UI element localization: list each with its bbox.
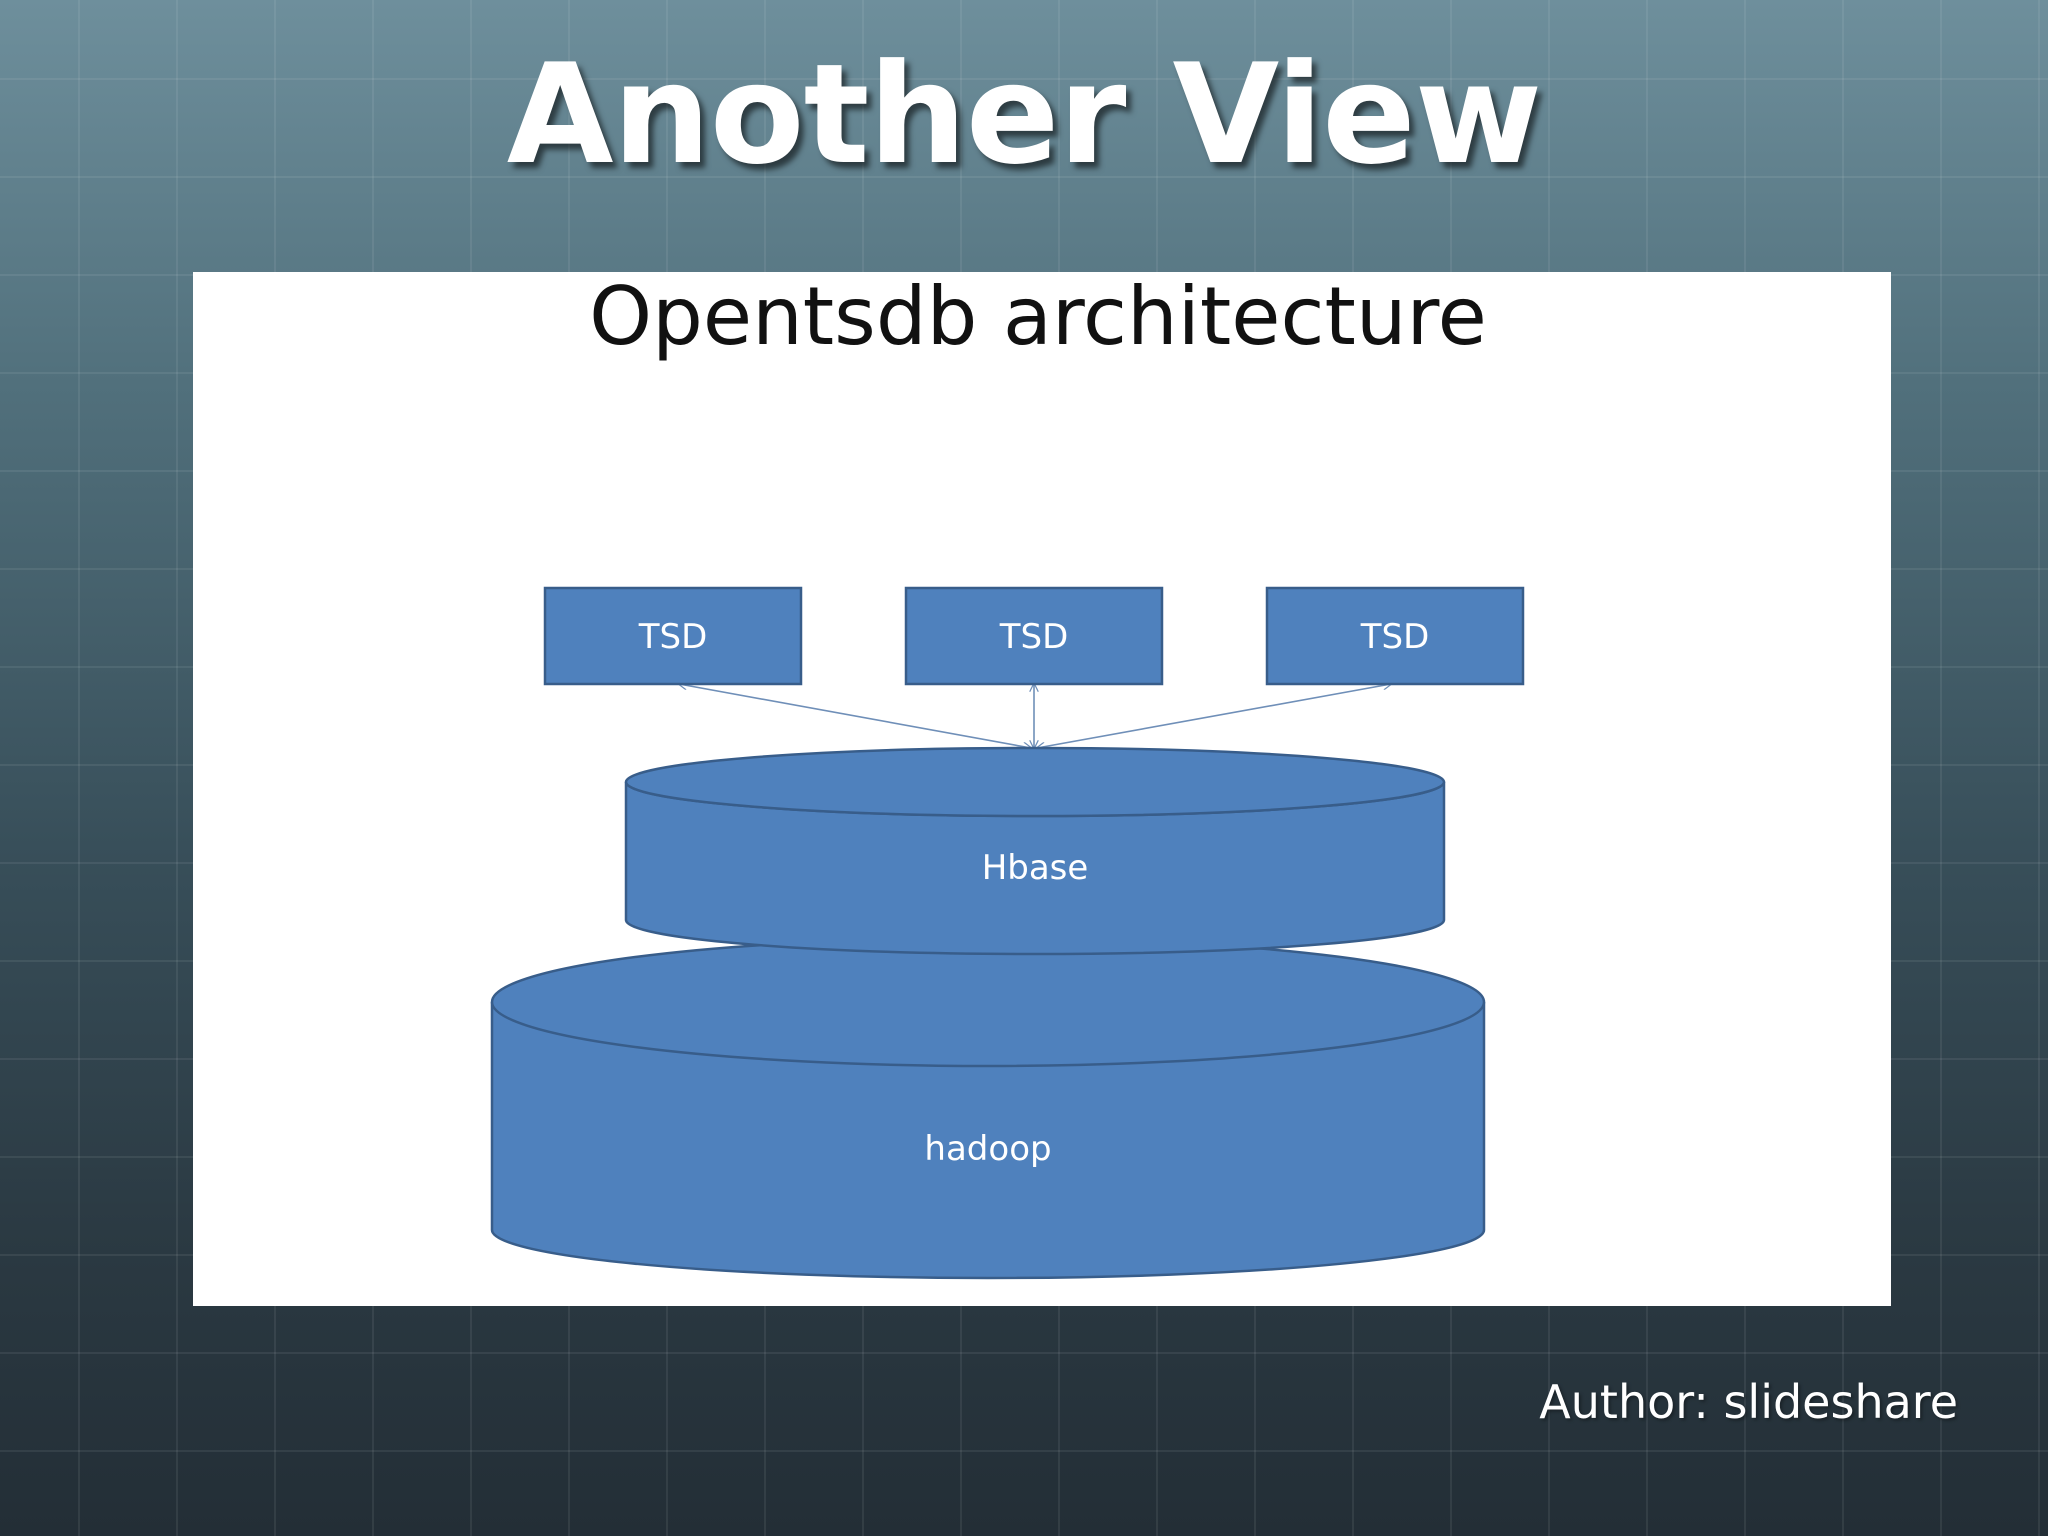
hadoop-label: hadoop [924, 1129, 1051, 1169]
tsd-node-1: TSD [543, 586, 803, 686]
author-credit: Author: slideshare [1539, 1375, 1958, 1429]
tsd-box-2 [904, 586, 1164, 686]
edge-tsd3-hbase [1037, 684, 1391, 748]
hadoop-cylinder: hadoop [490, 936, 1486, 1280]
diagram-panel: Opentsdb architecture TSD TSD TSD hadoop [193, 270, 1891, 1306]
tsd-label-2: TSD [999, 617, 1069, 657]
hbase-label: Hbase [982, 848, 1089, 888]
hbase-cylinder: Hbase [624, 746, 1446, 956]
diagram-title: Opentsdb architecture [589, 270, 1487, 363]
hbase-top [624, 746, 1446, 818]
tsd-node-3: TSD [1265, 586, 1525, 686]
tsd-box-3 [1265, 586, 1525, 686]
slide-title: Another View [506, 34, 1543, 195]
tsd-box-1 [543, 586, 803, 686]
architecture-diagram: Opentsdb architecture TSD TSD TSD hadoop [490, 270, 1525, 1280]
edge-tsd1-hbase [679, 684, 1031, 748]
tsd-label-3: TSD [1360, 617, 1430, 657]
tsd-node-2: TSD [904, 586, 1164, 686]
tsd-label-1: TSD [638, 617, 708, 657]
hadoop-top [490, 936, 1486, 1068]
